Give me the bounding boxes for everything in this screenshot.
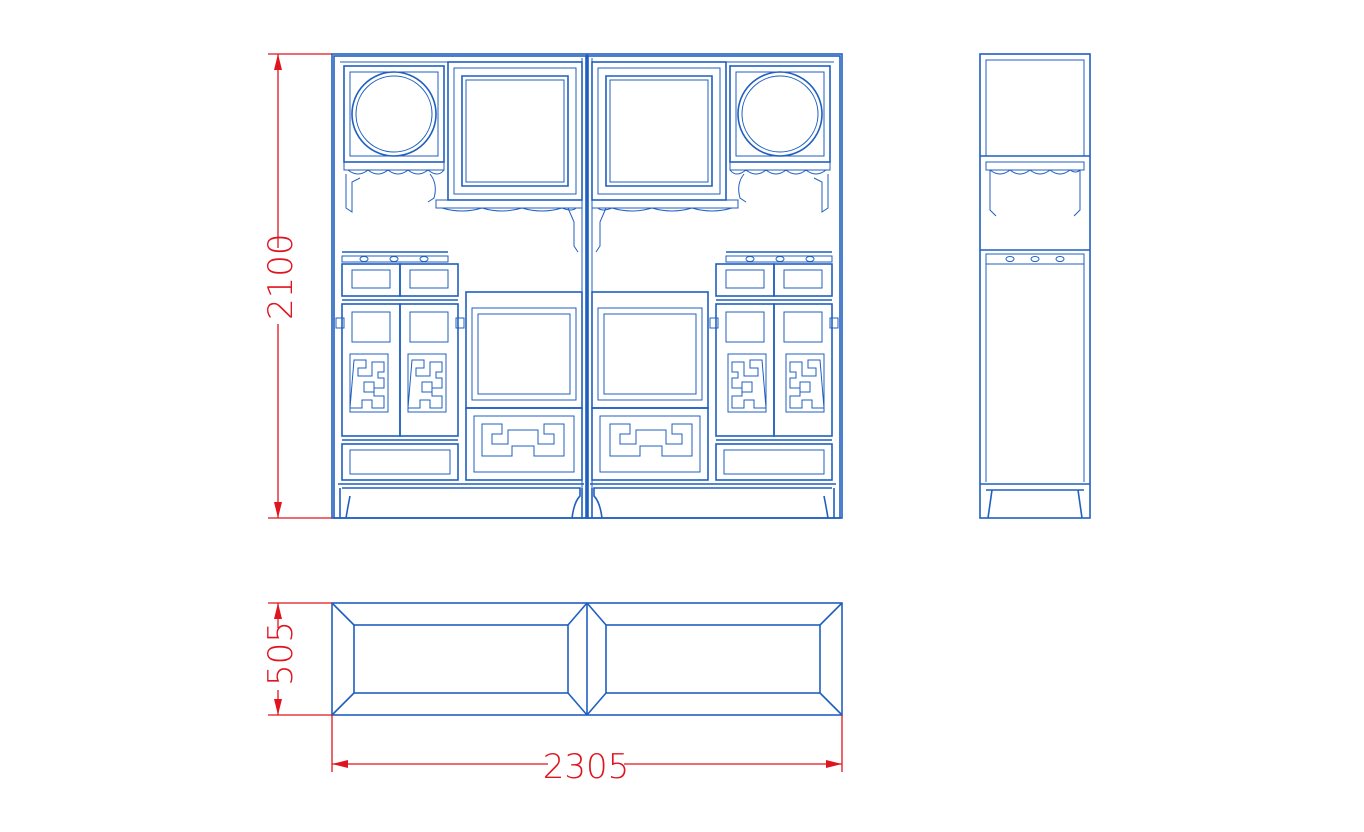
depth-label: 505 <box>261 621 301 686</box>
front-view <box>331 53 843 519</box>
top-view <box>331 602 843 716</box>
dimension-width: 2305 <box>331 715 843 787</box>
width-label: 2305 <box>543 747 630 787</box>
dimension-depth: 505 <box>261 602 332 716</box>
dimension-height: 2100 <box>261 53 332 519</box>
side-view <box>979 53 1091 519</box>
height-label: 2100 <box>261 233 301 320</box>
